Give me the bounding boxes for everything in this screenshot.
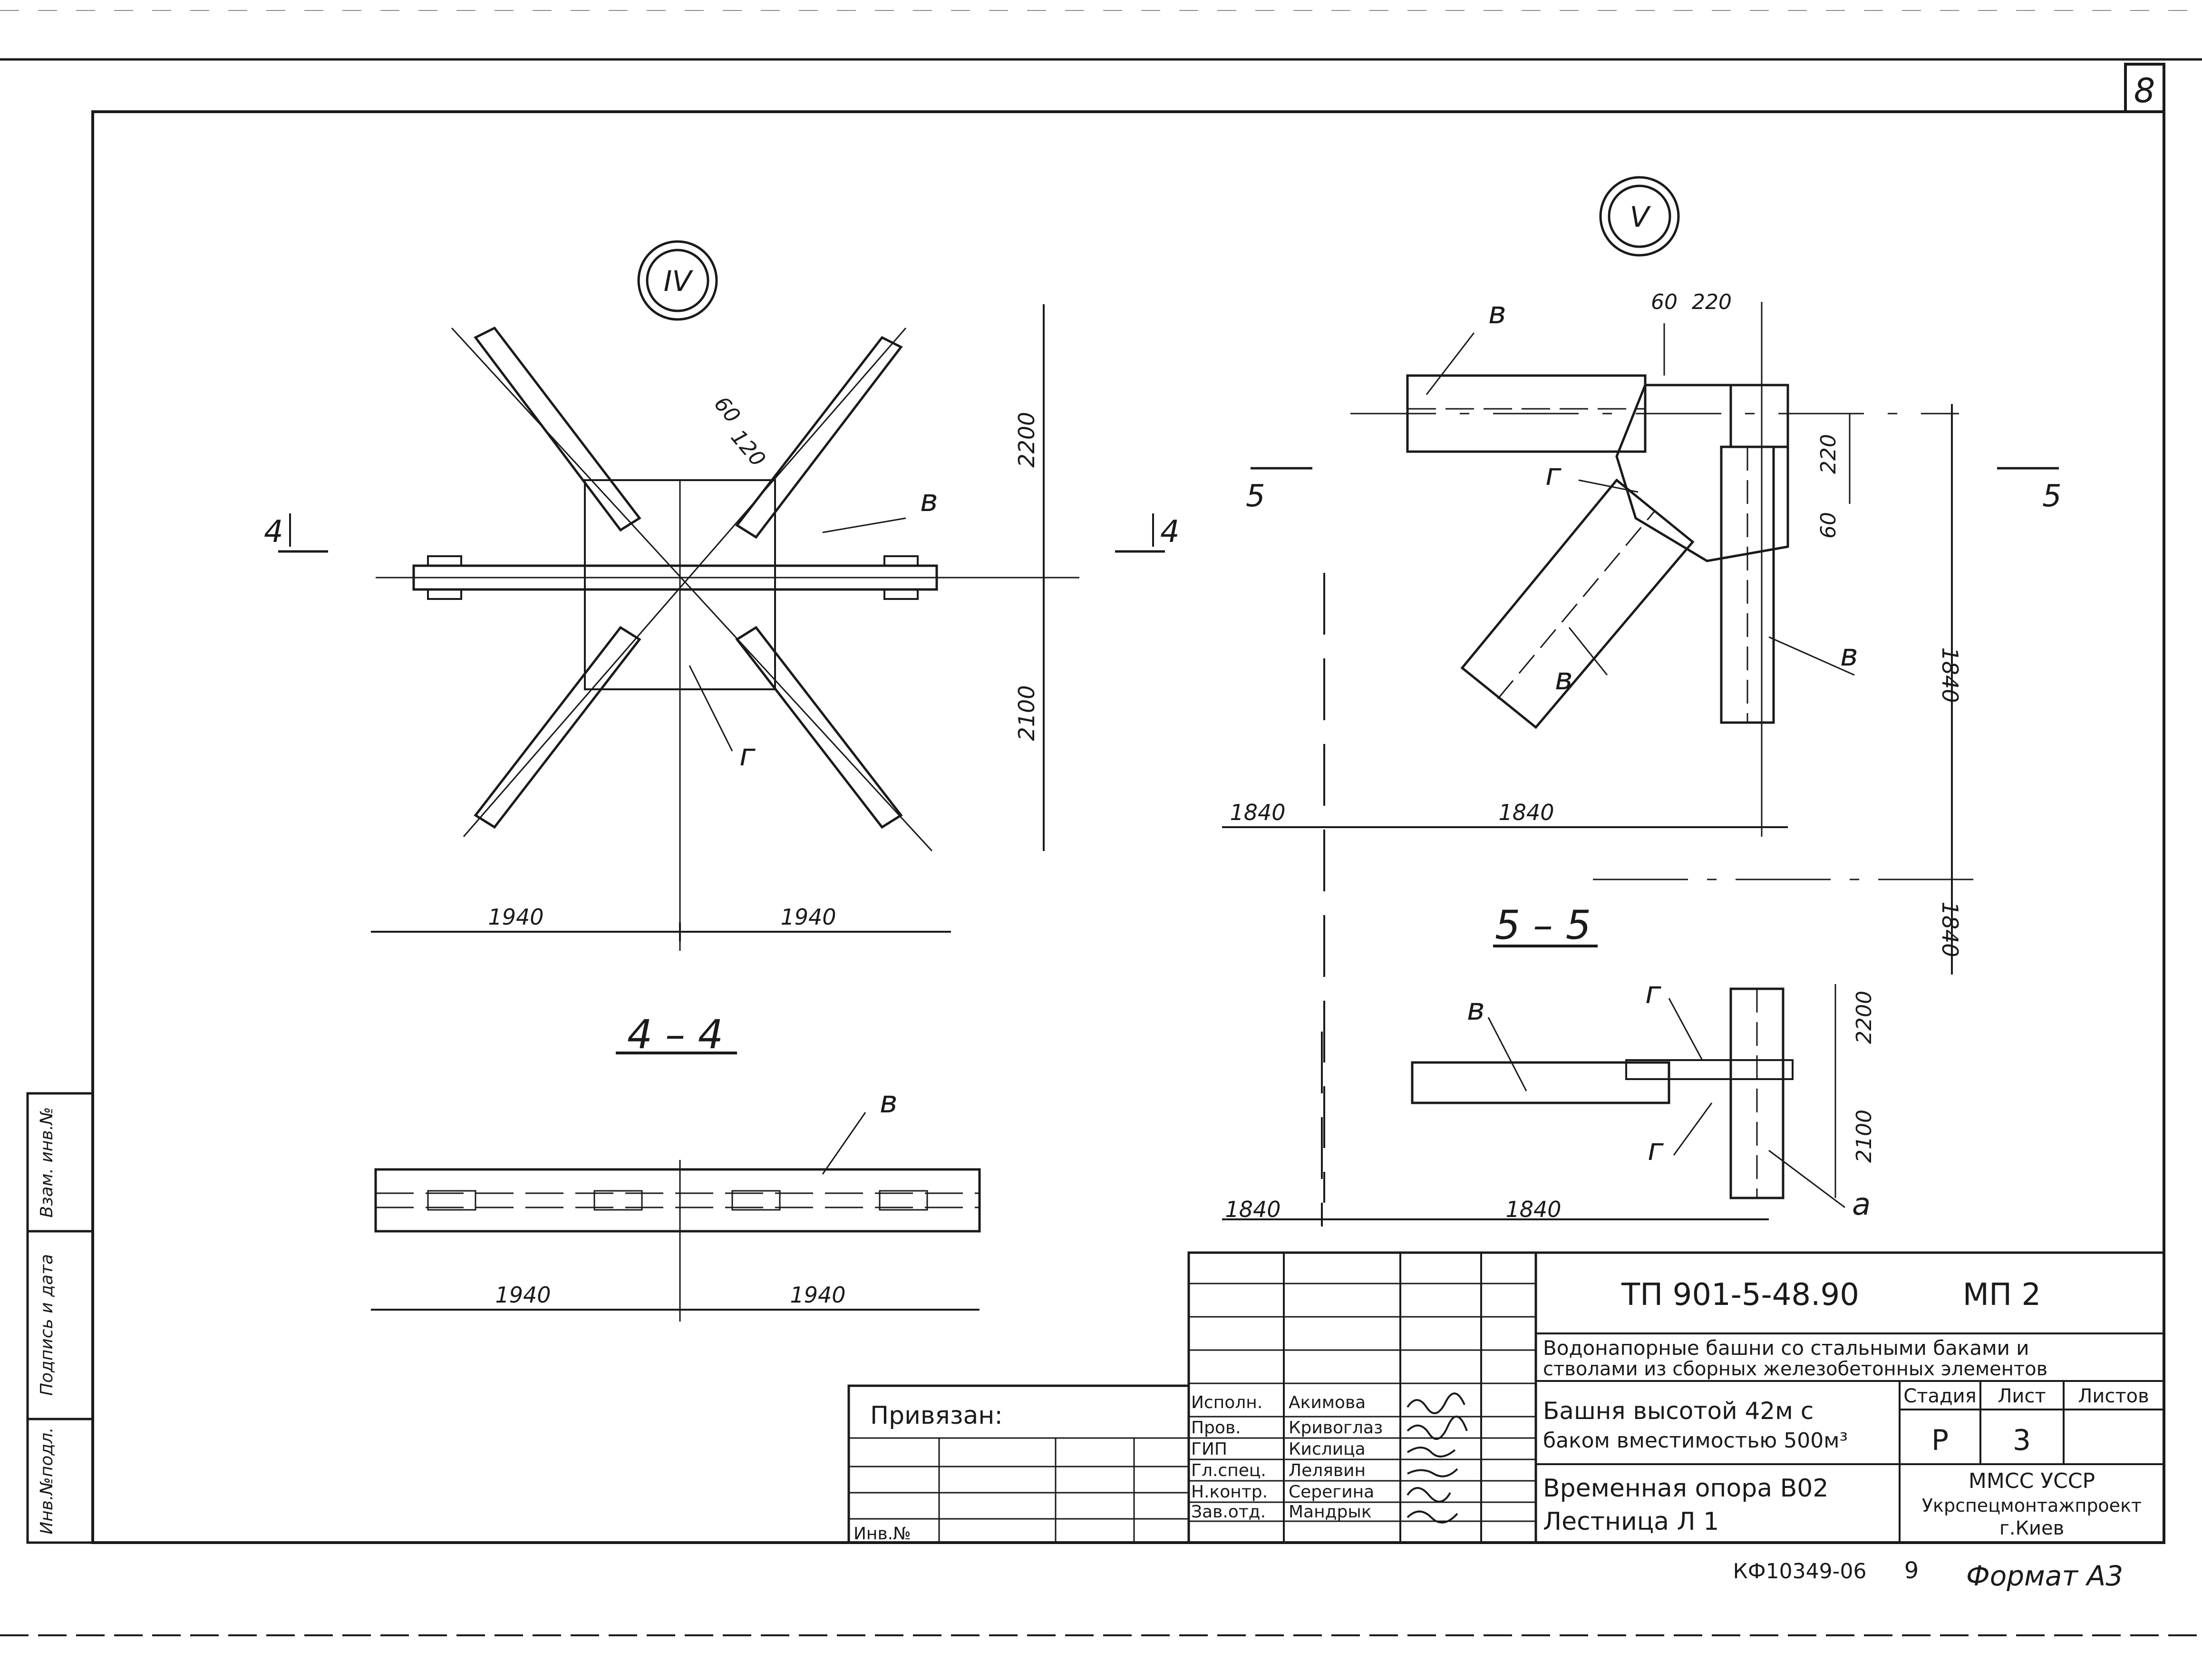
object-line1: Башня высотой 42м с [1543,1397,1814,1425]
stamp-inv-podl: Инв.№подл. [37,1427,57,1534]
dim-2100a: 2100 [1014,685,1039,741]
dim-1840b: 1840 [1937,901,1963,957]
mark-v4: в [1555,662,1573,697]
inv-no-label: Инв.№ [854,1524,911,1544]
doc-suffix: МП 2 [1963,1277,2041,1313]
detail-iv-label: IV [664,265,694,298]
signatures [1407,1392,1468,1524]
frame [0,10,2202,1636]
dim-1940a: 1940 [488,904,543,930]
sheet-line1: Временная опора В02 [1543,1474,1828,1503]
sheets-label: Листов [2078,1385,2149,1407]
mark-v5: в [1840,638,1858,673]
dim-2200b: 2200 [1852,991,1876,1044]
stamp-podpis: Подпись и дата [37,1254,57,1396]
detail-v-label: V [1630,201,1651,234]
role-1-name: Кривоглаз [1289,1418,1383,1438]
section-5-5 [1222,945,1845,1226]
dim-60c: 60 [1816,512,1841,539]
cut-4-left: 4 [264,514,283,550]
stage-value: Р [1931,1424,1949,1457]
title-block-grid [847,1251,2165,1544]
roles-table: Исполн. Акимова Пров. Кривоглаз ГИП Кисл… [1191,1393,1383,1522]
mark-v1: в [920,483,938,519]
mark-v3: в [1488,296,1506,331]
role-1: Пров. [1191,1418,1241,1438]
footer-code: КФ10349-06 [1733,1559,1867,1583]
role-5-name: Мандрык [1289,1502,1372,1522]
cut-5-left: 5 [1246,479,1265,514]
dim-2200a: 2200 [1014,412,1039,467]
mark-v6: в [1467,992,1485,1027]
dim-120: 120 [726,425,770,471]
mark-g3: г [1645,975,1661,1011]
mark-g1: г [739,738,756,773]
dim-220a: 220 [1692,290,1732,314]
cut-4-right: 4 [1160,514,1180,550]
role-4-name: Серегина [1289,1482,1374,1502]
dim-220b: 220 [1816,434,1841,474]
dim-1840a: 1840 [1937,647,1963,703]
dim-1840f: 1840 [1505,1197,1561,1222]
dim-60a: 60 [709,392,745,428]
detail-v [1222,176,2059,1203]
page-number: 8 [2134,71,2155,110]
sheet-value: 3 [2013,1424,2031,1457]
role-0: Исполн. [1191,1393,1262,1412]
cut-5-right: 5 [2042,479,2062,514]
role-5: Зав.отд. [1191,1502,1266,1522]
privyazan-label: Привязан: [870,1401,1003,1430]
dim-2100b: 2100 [1852,1110,1876,1163]
doc-code: ТП 901-5-48.90 [1621,1277,1859,1313]
section-4-4 [371,1052,981,1322]
sheet-line2: Лестница Л 1 [1543,1507,1719,1536]
sheet-label: Лист [1998,1385,2046,1407]
object-line2: баком вместимостью 500м³ [1543,1429,1848,1453]
section-4-4-title: 4 – 4 [627,1011,723,1058]
project-line2: стволами из сборных железобетонных элеме… [1543,1358,2047,1380]
side-stamp: Взам. инв.№ Подпись и дата Инв.№подл. [37,1107,57,1535]
dim-60b: 60 [1651,290,1678,314]
detail-iv [278,240,1165,951]
mark-g4: г [1648,1132,1664,1168]
dim-1840e: 1840 [1225,1197,1280,1222]
dim-1940d: 1940 [790,1282,845,1308]
dim-1840c: 1840 [1230,800,1285,825]
footer-num: 9 [1904,1557,1919,1584]
mark-a1: а [1852,1187,1871,1222]
mark-g2: г [1545,457,1562,492]
role-2: ГИП [1191,1439,1227,1459]
section-5-5-title: 5 – 5 [1495,902,1591,948]
org-line2: Укрспецмонтажпроект [1922,1495,2142,1516]
org-line1: ММСС УССР [1969,1469,2095,1493]
role-0-name: Акимова [1289,1393,1366,1412]
project-line1: Водонапорные башни со стальными баками и [1543,1336,2029,1360]
dim-1940c: 1940 [495,1282,551,1308]
dim-1940b: 1940 [780,904,836,930]
dim-1840d: 1840 [1498,800,1554,825]
role-3-name: Лелявин [1289,1461,1366,1480]
role-4: Н.контр. [1191,1482,1268,1502]
org-line3: г.Киев [1999,1517,2064,1539]
role-3: Гл.спец. [1191,1461,1266,1480]
mark-v2: в [880,1085,898,1120]
stamp-vzam: Взам. инв.№ [37,1107,57,1218]
stage-label: Стадия [1903,1385,1976,1407]
footer-format: Формат А3 [1966,1560,2123,1592]
role-2-name: Кислица [1289,1439,1366,1459]
